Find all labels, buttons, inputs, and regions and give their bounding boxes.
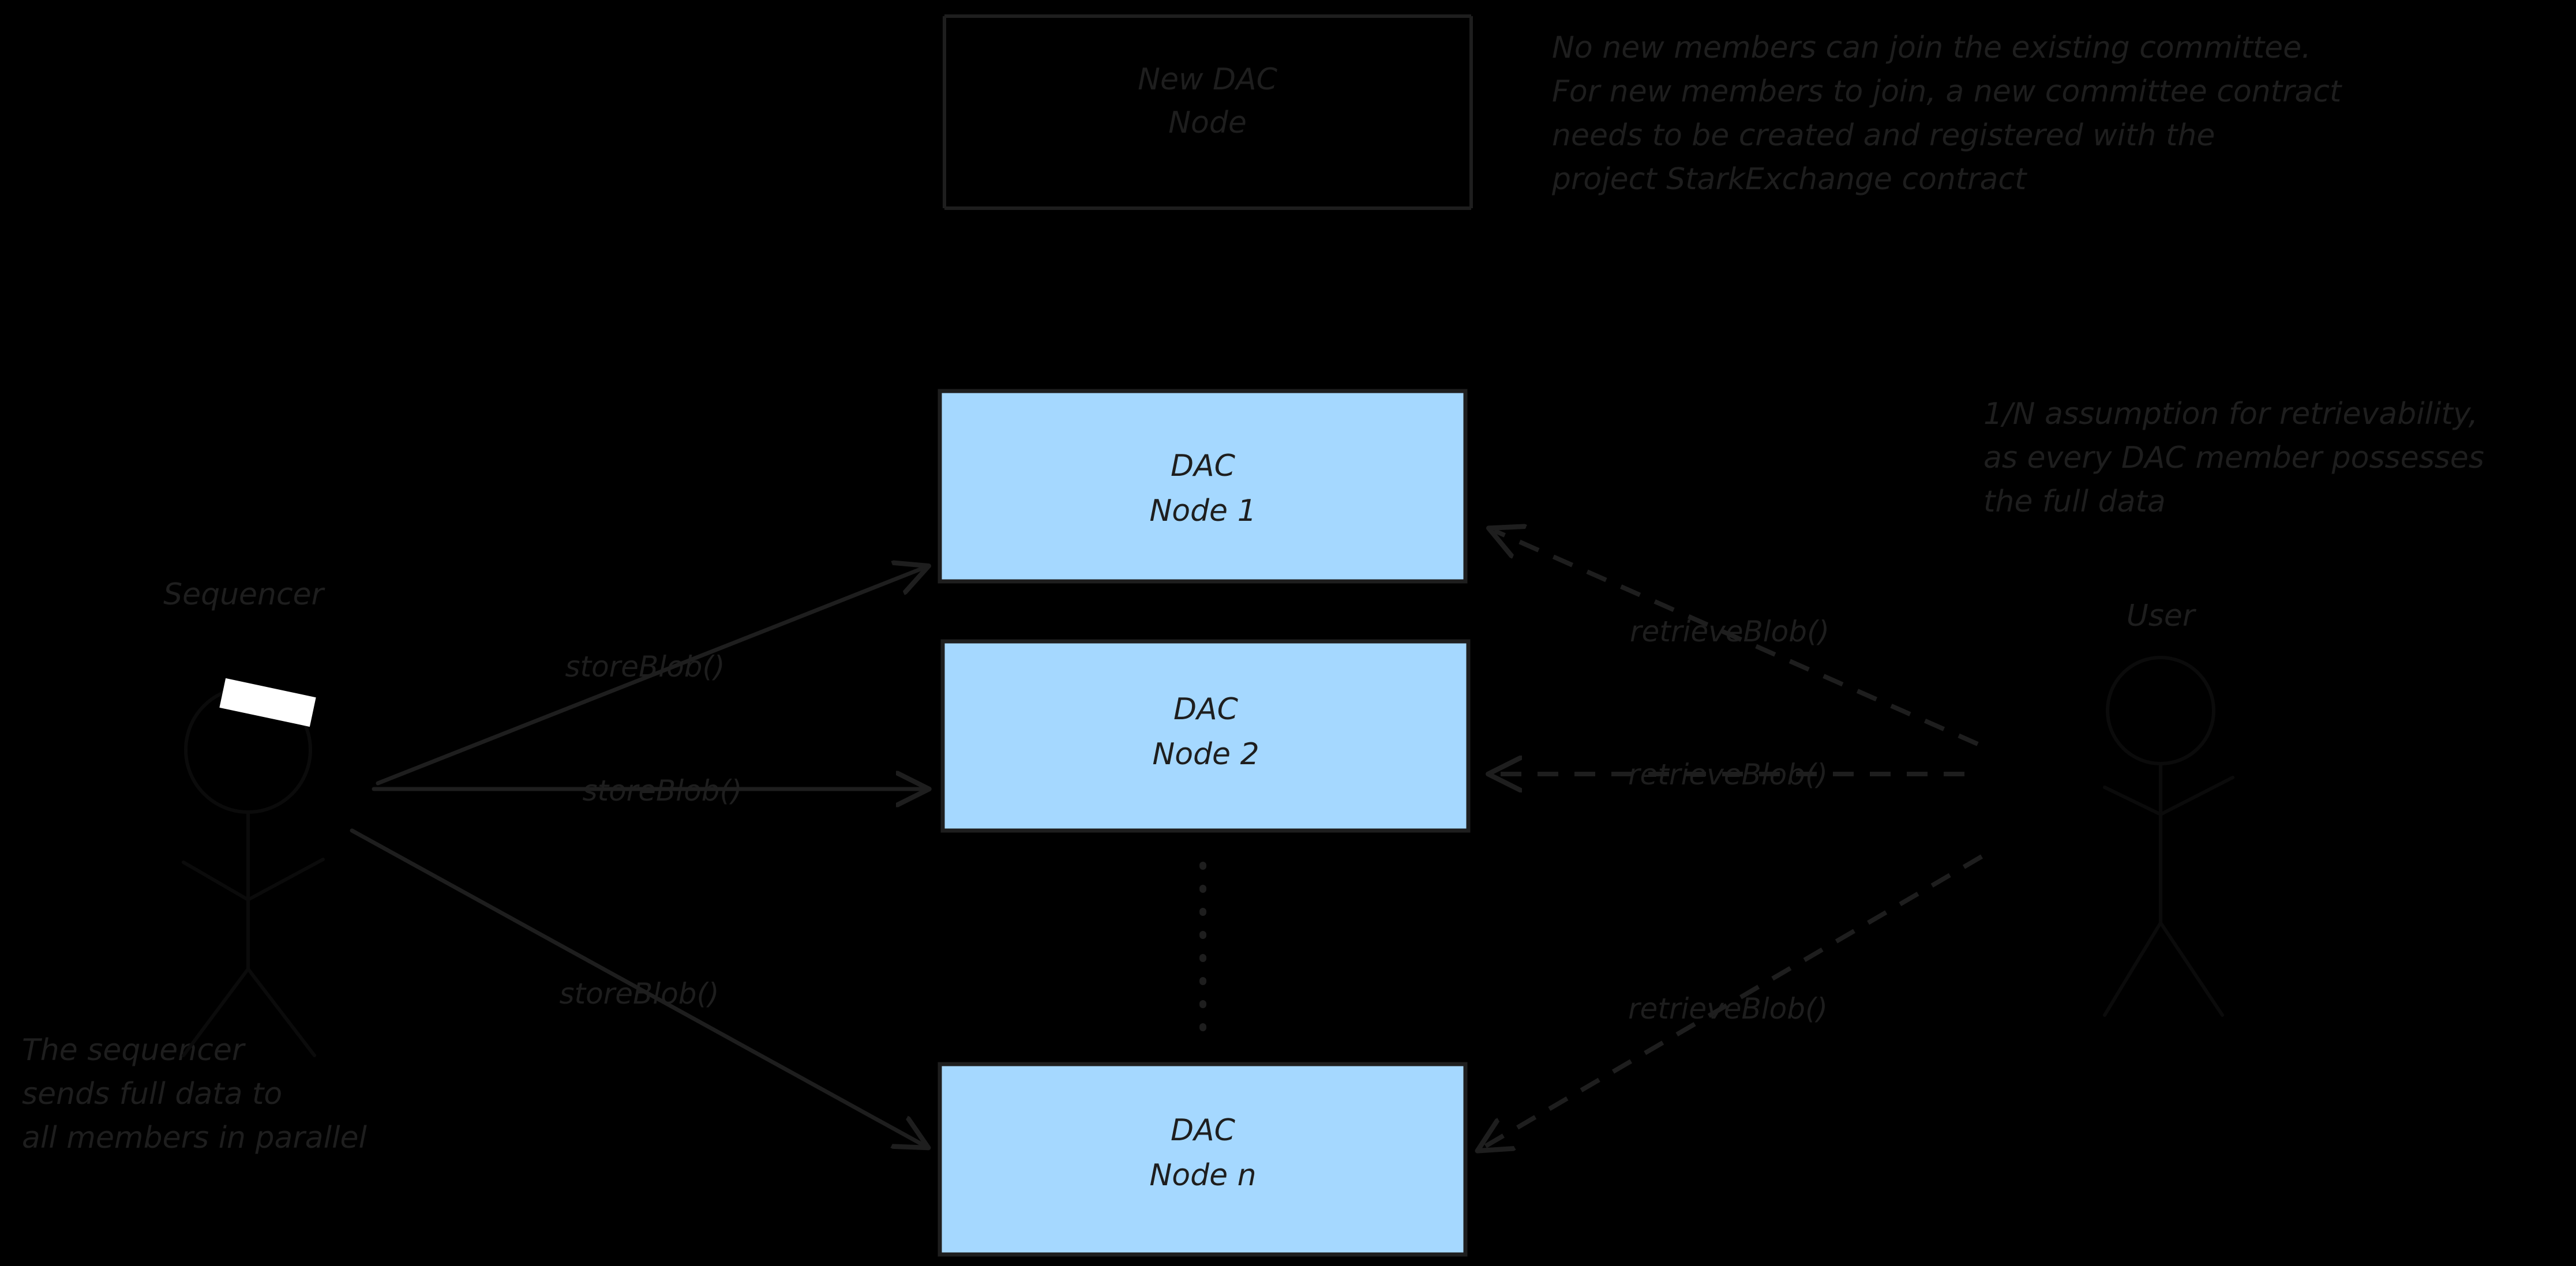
edge-retrieve-node-1 [1494,531,1979,746]
user-legs-icon [2103,921,2224,1017]
annotation-new-members: No new members can join the existing com… [1551,31,2342,197]
annotation-sequencer-line-1: The sequencer [22,1033,246,1068]
user-actor[interactable]: User [2103,599,2234,1017]
annotation-retrievability-line-1: 1/N assumption for retrievability, [1983,397,2478,431]
new-dac-node-label-line2: Node [1168,106,1247,140]
annotation-retrievability-line-2: as every DAC member possesses [1983,441,2484,475]
new-dac-node-rect [943,14,1473,210]
dac-node-n-rect [938,1062,1468,1257]
edge-label-store-node-2: storeBlob() [582,774,742,807]
dac-node-n-label-line1: DAC [1171,1113,1236,1148]
dac-node-2-label-line2: Node 2 [1152,737,1259,772]
sequencer-label: Sequencer [163,577,325,612]
edge-store-node-1 [376,568,923,786]
annotation-new-members-line-1: No new members can join the existing com… [1552,31,2311,65]
edge-label-store-node-1: storeBlob() [565,650,725,683]
edge-label-store-node-n: storeBlob() [559,977,719,1010]
dac-node-1-label-line1: DAC [1171,449,1236,483]
dac-node-n[interactable]: DAC Node n [938,1062,1468,1257]
new-dac-node-label-line1: New DAC [1138,62,1278,97]
user-label: User [2127,599,2197,633]
user-head-icon [2106,656,2215,765]
dac-node-1[interactable]: DAC Node 1 [938,389,1468,584]
annotation-new-members-line-4: project StarkExchange contract [1551,162,2027,197]
annotation-new-members-line-3: needs to be created and registered with … [1552,118,2215,153]
edge-store-node-n [350,828,923,1145]
dac-node-1-label-line2: Node 1 [1149,494,1256,528]
user-arms-icon [2103,776,2234,816]
annotation-sequencer-line-3: all members in parallel [22,1121,368,1155]
edge-label-retrieve-node-n: retrieveBlob() [1628,992,1828,1025]
edge-label-retrieve-node-1: retrieveBlob() [1630,615,1829,648]
new-dac-node-box[interactable]: New DAC Node [943,14,1473,210]
annotation-sequencer-parallel: The sequencer sends full data to all mem… [22,1033,368,1155]
sequencer-arms-icon [182,858,325,901]
sequencer-legs-icon [182,967,316,1057]
dac-node-1-rect [938,389,1468,584]
dac-node-2-rect [940,639,1471,833]
annotation-retrievability-line-3: the full data [1983,484,2166,519]
dac-node-2-label-line1: DAC [1173,692,1239,727]
sequencer-highlight-card [219,678,316,727]
sequencer-actor[interactable]: Sequencer [163,577,326,1057]
annotation-retrievability: 1/N assumption for retrievability, as ev… [1983,397,2484,519]
annotation-sequencer-line-2: sends full data to [22,1077,282,1111]
annotation-new-members-line-2: For new members to join, a new committee… [1552,74,2342,109]
dac-node-n-label-line2: Node n [1149,1158,1256,1193]
edge-label-retrieve-node-2: retrieveBlob() [1628,758,1828,791]
dac-node-2[interactable]: DAC Node 2 [940,639,1471,833]
edge-retrieve-node-n [1483,854,1983,1148]
